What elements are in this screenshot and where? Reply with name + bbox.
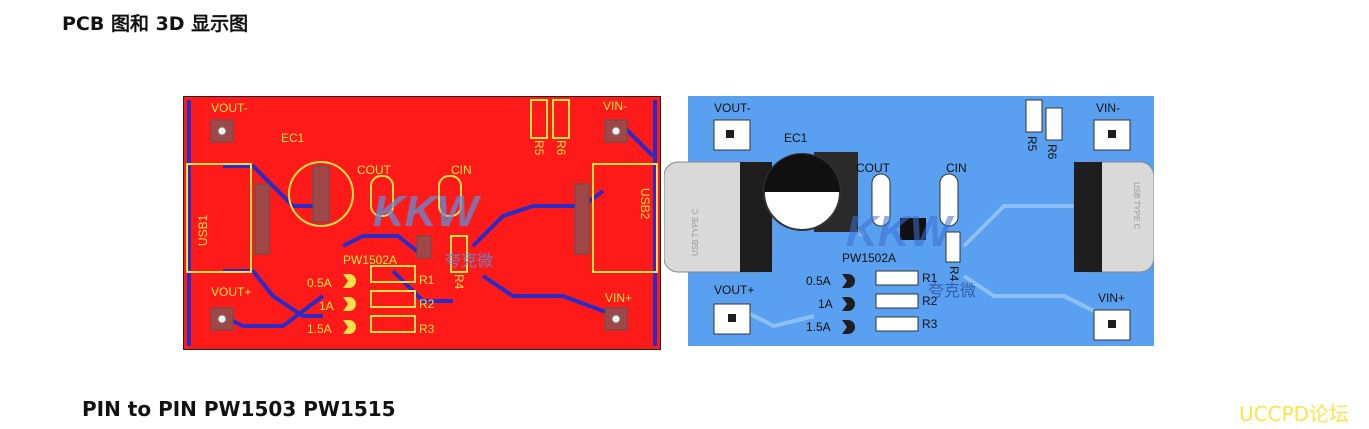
usb-left-label: USB TYPE C: [691, 208, 700, 256]
i05-label: 0.5A: [307, 276, 332, 290]
r5-label: R5: [1025, 136, 1039, 152]
usb1-label: USB1: [196, 214, 210, 246]
r4-label: R4: [947, 266, 961, 282]
ec1-outline: [288, 161, 354, 227]
r3-label: R3: [419, 322, 435, 336]
cin-label: CIN: [451, 163, 472, 177]
page-title: PCB 图和 3D 显示图: [62, 13, 249, 35]
r4-resistor: [945, 231, 961, 263]
ec1-label: EC1: [784, 131, 808, 145]
r6-label: R6: [1045, 144, 1059, 160]
r3-outline: [370, 315, 416, 333]
usb1-outline: [186, 163, 252, 273]
r1-label: R1: [922, 271, 938, 285]
chip-pad: [416, 235, 432, 259]
vout-minus-label: VOUT-: [211, 101, 248, 115]
footer-caption: PIN to PIN PW1503 PW1515: [82, 397, 396, 421]
vout-minus-label: VOUT-: [714, 101, 751, 115]
r5-outline: [530, 99, 548, 139]
pw1502a-chip: [900, 218, 926, 240]
vout-plus-label: VOUT+: [714, 283, 754, 297]
r4-label: R4: [452, 274, 466, 290]
r1-outline: [370, 265, 416, 283]
vin-plus-label: VIN+: [1098, 291, 1125, 305]
forum-watermark: UCCPD论坛: [1238, 402, 1349, 426]
kkw-logo-cn: 夸克微: [445, 252, 493, 270]
r3-resistor: [875, 316, 919, 332]
r2-label: R2: [419, 297, 435, 311]
i15-label: 1.5A: [307, 322, 332, 336]
chip-label: PW1502A: [842, 251, 896, 265]
r1-label: R1: [419, 273, 435, 287]
kkw-logo: KKW: [373, 187, 482, 236]
r1-resistor: [875, 270, 919, 286]
kkw-logo: KKW: [846, 207, 955, 256]
kkw-logo-cn: 夸克微: [928, 282, 976, 300]
cin-cap: [939, 173, 959, 227]
usb2-pads: [574, 183, 590, 255]
vout-plus-label: VOUT+: [211, 285, 251, 299]
pcb-3d-view: USB TYPE C USB TYPE C VOUT-: [664, 96, 1154, 346]
i05-label: 0.5A: [806, 274, 831, 288]
usb1-pads: [254, 183, 270, 255]
usb-c-right: USB TYPE C: [1073, 161, 1154, 273]
i1-label: 1A: [319, 299, 334, 313]
r5-resistor: [1025, 99, 1043, 133]
r2-outline: [370, 290, 416, 308]
ec1-capacitor: [763, 152, 858, 232]
r2-resistor: [875, 293, 919, 309]
usb2-outline: [592, 163, 658, 273]
cin-outline: [438, 175, 462, 217]
r4-outline: [450, 235, 468, 273]
r6-label: R6: [554, 140, 568, 156]
cout-outline: [370, 175, 394, 217]
ec1-label: EC1: [281, 131, 305, 145]
cin-label: CIN: [946, 161, 967, 175]
usb-right-label: USB TYPE C: [1132, 182, 1141, 230]
vin-minus-label: VIN-: [603, 99, 627, 113]
ec1-pad: [312, 165, 330, 223]
pcb-2d-view: VOUT- VIN- VOUT+ VIN+ EC1 COUT CIN PW150…: [183, 96, 661, 350]
i15-label: 1.5A: [806, 320, 831, 334]
cout-label: COUT: [856, 161, 891, 175]
r3-label: R3: [922, 317, 938, 331]
usb2-label: USB2: [638, 188, 652, 220]
vin-minus-label: VIN-: [1096, 101, 1120, 115]
r6-resistor: [1045, 107, 1063, 141]
r6-outline: [552, 99, 570, 139]
chip-label: PW1502A: [343, 253, 397, 267]
vin-plus-label: VIN+: [605, 291, 632, 305]
cout-label: COUT: [357, 163, 392, 177]
cout-cap: [871, 173, 891, 227]
r5-label: R5: [532, 140, 546, 156]
r2-label: R2: [922, 294, 938, 308]
usb-c-left: USB TYPE C: [664, 161, 773, 273]
i1-label: 1A: [818, 297, 833, 311]
